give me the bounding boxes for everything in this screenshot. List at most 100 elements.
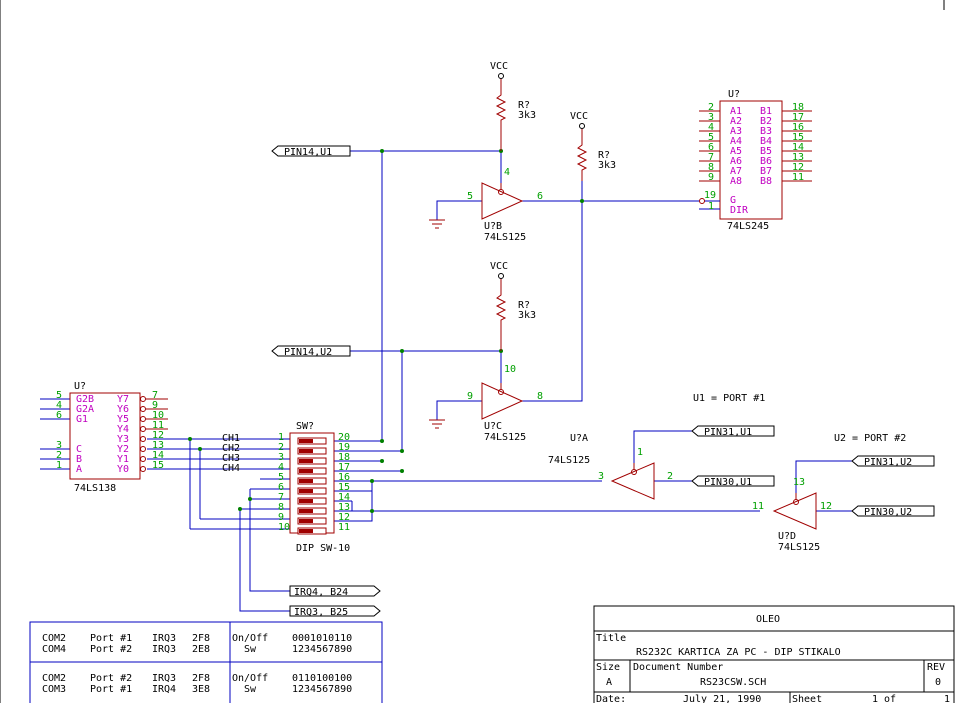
ls138-right-pin-number: 7 [152,390,158,401]
ls245-b-pin-name: B8 [760,176,772,187]
svg-text:CH1: CH1 [222,433,240,444]
ls138-output-bubble [140,436,146,442]
config-onoff: Sw [244,684,257,695]
svg-text:3k3: 3k3 [518,310,536,321]
ls245-right-pin-number: 12 [792,162,804,173]
ls245-b-pin-name: B3 [760,126,772,137]
config-switch-setting: 1234567890 [292,684,352,695]
ls138-right-pin-number: 15 [152,460,164,471]
dip-left-pin-number: 8 [278,502,284,513]
svg-text:5: 5 [467,191,473,202]
dip-right-pin-number: 16 [338,472,350,483]
svg-text:VCC: VCC [490,261,508,272]
ls138-left-pin-number: 3 [56,440,62,451]
drawing-title: RS232C KARTICA ZA PC - DIP STIKALO [636,647,841,658]
svg-text:12: 12 [820,501,832,512]
ls138-output-pin-name: Y4 [117,424,129,435]
ls245-b-pin-name: B6 [760,156,772,167]
buffer-u-d: 12 11 13 U?D 74LS125 [752,477,832,553]
dip-switch-slider [299,439,313,443]
svg-text:8: 8 [537,391,543,402]
svg-text:2: 2 [667,471,673,482]
ls138-right-pin-number: 10 [152,410,164,421]
svg-text:VCC: VCC [490,61,508,72]
svg-text:DIR: DIR [730,205,749,216]
dip-left-pin-number: 9 [278,512,284,523]
config-irq: IRQ4 [152,684,176,695]
svg-text:U?: U? [74,381,86,392]
config-irq: IRQ3 [152,673,176,684]
svg-text:4: 4 [504,167,510,178]
ls138-right-pin-number: 13 [152,440,164,451]
ls138-left-pin-number: 1 [56,460,62,471]
ls138-output-pin-name: Y2 [117,444,129,455]
config-onoff: On/Off [232,673,268,684]
date-label: Date: [596,694,626,703]
dip-switch-slider [299,519,313,523]
ls245-right-pin-number: 15 [792,132,804,143]
svg-text:74LS245: 74LS245 [727,221,769,232]
ls245-left-pin-number: 5 [708,132,714,143]
config-com: COM2 [42,633,66,644]
ls138-input-pin-name: G1 [76,414,88,425]
date-value: July 21, 1990 [683,694,761,703]
dip-right-pin-number: 18 [338,452,350,463]
svg-text:SW?: SW? [296,421,314,432]
svg-text:10: 10 [504,364,516,375]
dip-switch-slider [299,489,313,493]
svg-text:74LS138: 74LS138 [74,483,116,494]
ls138-output-bubble [140,396,146,402]
config-port: Port #1 [90,633,132,644]
dip-right-pin-number: 12 [338,512,350,523]
ls245-b-pin-name: B5 [760,146,772,157]
ls138-output-bubble [140,456,146,462]
config-switch-setting: 0001010110 [292,633,352,644]
ls138-output-bubble [140,416,146,422]
svg-text:CH2: CH2 [222,443,240,454]
config-onoff: Sw [244,644,257,655]
dip-switch-slider [299,499,313,503]
vcc-symbols: VCC R? 3k3 VCC R? 3k3 VCC R? 3k3 [490,61,616,351]
junctions [188,149,584,513]
sheet-value: 1 of [872,694,896,703]
dip-switch-slider [299,449,313,453]
ls245-right-pin-number: 17 [792,112,804,123]
ground-symbols [429,219,445,429]
buffer-u-a: 2 3 1 U?A 74LS125 [548,433,673,500]
svg-text:PIN14,U1: PIN14,U1 [284,147,332,158]
ls138-right-pin-number: 11 [152,420,164,431]
ls245-a-pin-name: A2 [730,116,742,127]
ls138-output-pin-name: Y0 [117,464,129,475]
ls138-input-pin-name: A [76,464,82,475]
size-value: A [606,677,612,688]
buffer-u-c: 9 8 10 U?C 74LS125 [467,364,543,443]
dip-right-pin-number: 19 [338,442,350,453]
dip-left-pin-number: 6 [278,482,284,493]
rev-label: REV [927,662,945,673]
svg-text:VCC: VCC [570,111,588,122]
ls138-output-bubble [140,426,146,432]
dip-left-pin-number: 2 [278,442,284,453]
ls245-a-pin-name: A3 [730,126,742,137]
svg-text:IRQ4, B24: IRQ4, B24 [294,587,348,598]
ls245-left-pin-number: 6 [708,142,714,153]
ls138-left-pin-number: 2 [56,450,62,461]
svg-text:74LS125: 74LS125 [484,432,526,443]
dip-right-pin-number: 13 [338,502,350,513]
buffer-u-b: 5 6 4 U?B 74LS125 [467,167,543,243]
svg-text:1: 1 [708,201,714,212]
svg-text:U?B: U?B [484,221,502,232]
dip-left-pin-number: 10 [278,522,290,533]
dip-right-pin-number: 20 [338,432,350,443]
sheet-label: Sheet [792,694,822,703]
dip-left-pin-number: 1 [278,432,284,443]
ls245-a-pin-name: A4 [730,136,742,147]
svg-text:3k3: 3k3 [518,110,536,121]
ls138-right-pin-number: 9 [152,400,158,411]
ls138-output-bubble [140,406,146,412]
svg-text:R?: R? [598,150,610,161]
doc-number: RS23CSW.SCH [700,677,766,688]
